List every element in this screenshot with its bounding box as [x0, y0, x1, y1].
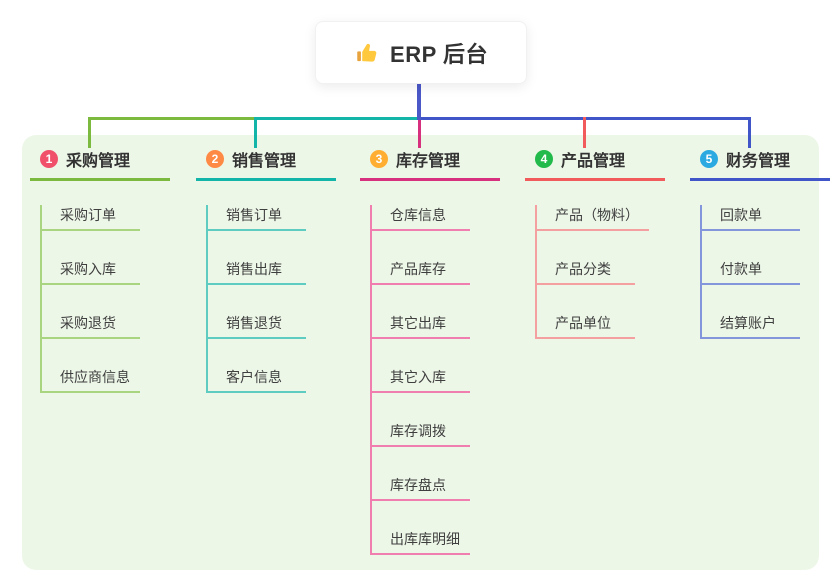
branch-title: 产品管理 [561, 153, 626, 170]
connector-root-stem [417, 82, 421, 120]
branch-subtree: 销售订单销售出库销售退货客户信息 [206, 205, 346, 393]
leaf-node[interactable]: 出库库明细 [372, 529, 470, 555]
branch-title: 采购管理 [66, 153, 131, 170]
leaf-node[interactable]: 采购订单 [42, 205, 140, 231]
branch-number-badge: 4 [535, 150, 553, 168]
leaf-node[interactable]: 库存调拨 [372, 421, 470, 447]
branch-subtree: 产品（物料） 产品分类产品单位 [535, 205, 675, 339]
leaf-node[interactable]: 其它入库 [372, 367, 470, 393]
connector-branch-drop [88, 117, 91, 148]
connector-branch-drop [418, 117, 421, 148]
branch-node[interactable]: 1 采购管理 [30, 146, 170, 181]
leaf-node[interactable]: 库存盘点 [372, 475, 470, 501]
branch-column: 1 采购管理采购订单采购入库采购退货供应商信息 [30, 146, 180, 393]
branch-column: 5 财务管理回款单付款单结算账户 [690, 146, 839, 339]
leaf-node[interactable]: 产品单位 [537, 313, 635, 339]
leaf-node[interactable]: 销售出库 [208, 259, 306, 285]
connector-bus-segment [88, 117, 257, 120]
branch-number-badge: 5 [700, 150, 718, 168]
branch-number-badge: 2 [206, 150, 224, 168]
branch-node[interactable]: 4 产品管理 [525, 146, 665, 181]
branch-subtree: 仓库信息产品库存其它出库其它入库库存调拨库存盘点出库库明细 [370, 205, 510, 555]
connector-bus-segment [254, 117, 421, 120]
branch-title: 库存管理 [396, 153, 461, 170]
thumbs-up-icon [357, 43, 377, 62]
leaf-node[interactable]: 采购退货 [42, 313, 140, 339]
branch-subtree: 回款单付款单结算账户 [700, 205, 839, 339]
root-node[interactable]: ERP 后台 [315, 21, 527, 84]
branch-number-badge: 3 [370, 150, 388, 168]
leaf-node[interactable]: 付款单 [702, 259, 800, 285]
leaf-node[interactable]: 销售订单 [208, 205, 306, 231]
connector-branch-drop [748, 117, 751, 148]
leaf-node[interactable]: 产品分类 [537, 259, 635, 285]
connector-branch-drop [254, 117, 257, 148]
leaf-node[interactable]: 供应商信息 [42, 367, 140, 393]
branch-node[interactable]: 2 销售管理 [196, 146, 336, 181]
leaf-node[interactable]: 其它出库 [372, 313, 470, 339]
branch-title: 财务管理 [726, 153, 791, 170]
leaf-node[interactable]: 回款单 [702, 205, 800, 231]
leaf-node[interactable]: 产品（物料） [537, 205, 649, 231]
leaf-node[interactable]: 结算账户 [702, 313, 800, 339]
leaf-node[interactable]: 客户信息 [208, 367, 306, 393]
branches-panel [22, 135, 819, 570]
leaf-node[interactable]: 采购入库 [42, 259, 140, 285]
branch-column: 3 库存管理仓库信息产品库存其它出库其它入库库存调拨库存盘点出库库明细 [360, 146, 510, 555]
branch-column: 2 销售管理销售订单销售出库销售退货客户信息 [196, 146, 346, 393]
root-title: ERP 后台 [390, 41, 488, 67]
leaf-node[interactable]: 仓库信息 [372, 205, 470, 231]
branch-column: 4 产品管理产品（物料） 产品分类产品单位 [525, 146, 675, 339]
leaf-node[interactable]: 销售退货 [208, 313, 306, 339]
leaf-node[interactable]: 产品库存 [372, 259, 470, 285]
connector-branch-drop [583, 117, 586, 148]
branch-node[interactable]: 3 库存管理 [360, 146, 500, 181]
branch-subtree: 采购订单采购入库采购退货供应商信息 [40, 205, 180, 393]
branch-node[interactable]: 5 财务管理 [690, 146, 830, 181]
branch-number-badge: 1 [40, 150, 58, 168]
branch-title: 销售管理 [232, 153, 297, 170]
